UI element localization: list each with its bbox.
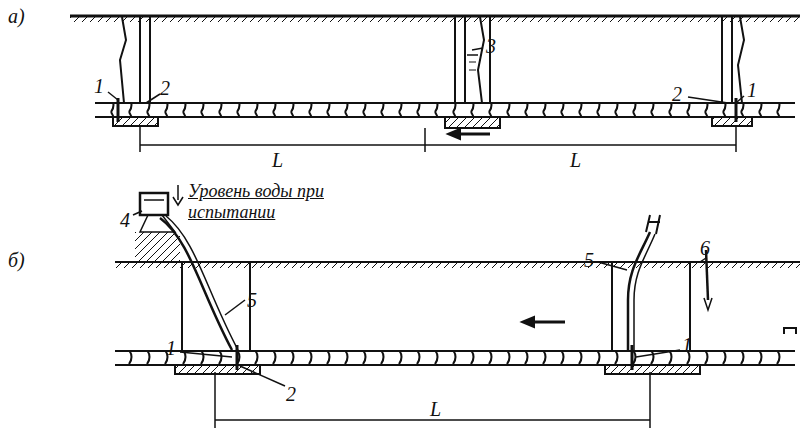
figure-letter: а) [8,6,25,26]
dimension-label: L [430,399,441,419]
dimension-label: L [570,150,581,170]
callout-number: 5 [247,290,257,310]
callout-number: 6 [700,238,710,258]
figure-letter: б) [8,250,25,270]
callout-number: 2 [160,78,170,98]
dimension-label: L [272,150,283,170]
callout-number: 2 [672,84,682,104]
callout-number: 1 [94,76,104,96]
callout-number: 1 [682,335,692,355]
water-level-note: Уровень воды при испытании [188,181,388,222]
callout-number: 5 [584,250,594,270]
callout-number: 1 [166,338,176,358]
callout-number: 3 [486,36,496,56]
callout-number: 2 [286,384,296,404]
callout-number: 4 [120,210,130,230]
callout-number: 1 [747,80,757,100]
